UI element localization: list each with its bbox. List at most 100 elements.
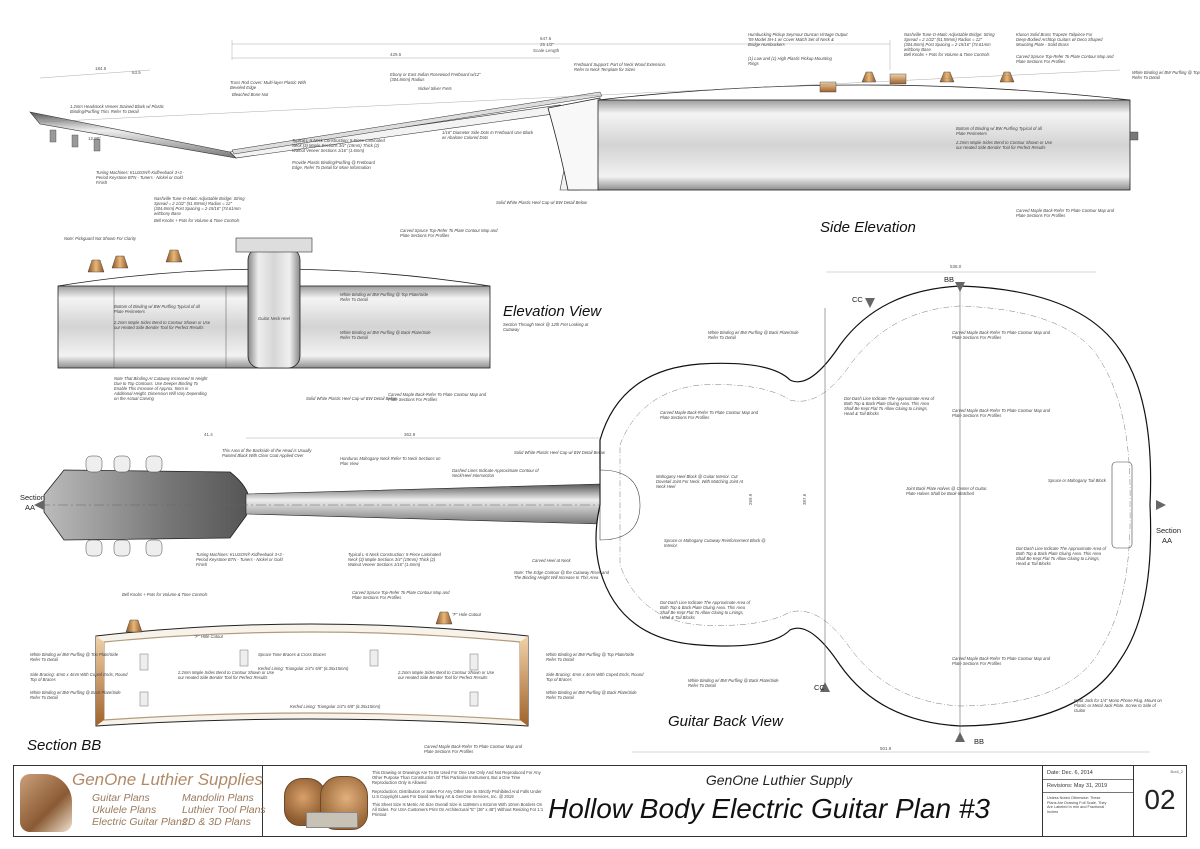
section-bb-braces [139, 649, 479, 707]
product-electric-guitar-plans: Electric Guitar Plans [92, 816, 188, 828]
fretboard-side [231, 91, 603, 155]
note-spruce-block: Spruce or Mahogany Cutaway Reinforcement… [664, 538, 766, 548]
section-bb-knob [435, 611, 453, 625]
note-kerfed-1: Kerfed Lining: Triangular 1/4"x 5/8" (6.… [258, 666, 349, 671]
note-fretboard-support: Fretboard Support: Part of Neck Wood Ext… [574, 62, 666, 72]
note-guitar-neck-heel: Guitar Neck Heel [258, 316, 291, 321]
note-elev-carved-spruce: Carved Spruce Top-Refer To Plate Contour… [400, 228, 498, 238]
dim-2699: 269.9 [748, 493, 753, 505]
tail-block-plan [1111, 461, 1133, 549]
section-aa-right: Section [1156, 526, 1181, 535]
dim-scale-label: Scale Length [533, 48, 560, 53]
back-view: Section AA Section AA BB BB CC CC 538.0 … [20, 264, 1181, 753]
plan-date: Date: Dec. 6, 2014 [1047, 770, 1093, 776]
note-bb-carved-spruce: Carved Spruce Top-Refer To Plate Contour… [352, 590, 450, 600]
note-tuning-machines: Tuning Machines: KLUSON® Kidfreeback 3+3… [96, 170, 185, 185]
elevation-fretboard [235, 237, 313, 253]
title-section-bb: Section BB [27, 737, 101, 754]
elevation-cutaway-side [113, 285, 227, 369]
note-elev-carved-maple: Carved Maple Back-Refer To Plate Contour… [388, 392, 487, 402]
note-side-bracing: Side Bracing: 4mm x 4mm With Coped Ends,… [30, 672, 128, 682]
note-truss-cover: Truss Rod Cover: Multi-layer Plastic Wit… [230, 80, 307, 90]
end-pin [1129, 131, 1139, 141]
section-aa-right-letter: AA [1162, 536, 1172, 545]
note-back-carved-maple-2: Carved Maple Back-Refer To Plate Contour… [952, 330, 1051, 340]
body-side [597, 99, 1131, 191]
product-luthier-tool-plans: Luthier Tool Plans [182, 804, 266, 816]
note-solid-heel: Solid White Plastic Heel Cap w/ BW Detai… [496, 200, 588, 205]
note-nickel-silver: Nickel Silver Frets [418, 86, 453, 91]
note-headstock-veneer: 1.2mm Headstock Veneer Stained Black w/ … [70, 104, 165, 114]
product-mandolin-plans: Mandolin Plans [182, 792, 254, 804]
neck-heel-side [547, 97, 601, 191]
note-dot-inlays: 1/16" Diameter Side Dots In Fretboard Us… [442, 130, 534, 140]
title-block: GenOne Luthier Supplies Guitar Plans Uku… [13, 765, 1187, 837]
note-humbucking: Humbucking Pickup Seymour Duncan Vintage… [748, 32, 848, 47]
body-back-inner [619, 305, 1131, 707]
section-cc-top: CC [852, 295, 863, 304]
pickup-neck-side [819, 81, 837, 93]
note-kluson-tail: Kluson Solid Brass Trapeze Tailpiece For… [1016, 32, 1103, 47]
plan-title: Hollow Body Electric Guitar Plan #3 [548, 793, 990, 824]
body-back-outline [595, 285, 1152, 727]
plan-revisions: Revisions: May 31, 2019 [1047, 783, 1108, 789]
note-kerfed-2: Kerfed Lining: Triangular 1/4"x 5/8" (6.… [290, 704, 381, 709]
scale-note: Unless Noted Otherwise: These Plans Are … [1047, 796, 1107, 814]
note-bb-maple-sides: 2.2mm Maple Sides Bend to Contour Shown … [177, 670, 275, 680]
section-aa-left: Section [20, 493, 45, 502]
company-name: GenOne Luthier Supply [705, 772, 853, 788]
note-back-typical-neck: Typical L-5 Neck Construction: 5-Piece L… [348, 552, 441, 567]
note-back-white-binding-2: White Binding w/ BW Purfling @ Back Plat… [688, 678, 779, 688]
note-bb-white-binding-r: White Binding w/ BW Purfling @ Top Plate… [546, 652, 635, 662]
note-dashed-lines: Dashed Lines Indicate Approximate Contou… [452, 468, 540, 478]
note-back-carved-maple-1: Carved Maple Back-Refer To Plate Contour… [660, 410, 759, 420]
note-bleached-bone: Bleached Bone Nut [232, 92, 269, 97]
note-spruce-tone: Spruce Tone Braces & Cross Braces [258, 652, 327, 657]
note-elev-solid-heel: Solid White Plastic Heel Cap w/ BW Detai… [306, 396, 398, 401]
note-edge-contour: Note: The Edge Contour @ the Cutaway Ris… [514, 570, 610, 580]
note-back-white-binding: White Binding w/ BW Purfling @ Back Plat… [708, 330, 799, 340]
section-cc-bottom: CC [814, 683, 825, 692]
note-white-binding: White Binding w/ BW Purfling @ Top Plate… [1132, 70, 1200, 80]
note-elev-white-binding-back: White Binding w/ BW Purfling @ Back Plat… [340, 330, 431, 340]
dim-419: 41.4 [204, 432, 213, 437]
bridge-side [861, 71, 877, 83]
note-bb-white-binding: White Binding w/ BW Purfling @ Top Plate… [30, 652, 119, 662]
dim-184: 184.5 [95, 66, 107, 71]
section-bb-bridge [125, 619, 143, 633]
note-back-solid-heel: Solid White Plastic Heel Cap w/ BW Detai… [514, 450, 606, 455]
note-input-jack: Input Jack for 1/4" Mono Phone Plug. Mou… [1074, 698, 1163, 713]
dim-3876: 387.6 [802, 493, 807, 505]
note-dotdash-bottom: Dot-Dash Line Indicate The Approximate A… [1016, 546, 1107, 566]
elevation-knobs [87, 249, 183, 273]
note-bb-carved-maple: Carved Maple Back-Refer To Plate Contour… [424, 744, 523, 754]
title-side-elevation: Side Elevation [820, 219, 916, 236]
title-guitar-back-view: Guitar Back View [668, 713, 784, 730]
note-elev-maple-sides: 2.2mm Maple Sides Bend to Contour Shown … [113, 320, 211, 330]
meta-panel: Date: Dec. 6, 2014 Revisions: May 31, 20… [1042, 766, 1187, 836]
neck-plan [245, 483, 601, 525]
note-ebony: Ebony or East Indian Rosewood Fretboard … [390, 72, 481, 82]
note-bb-white-binding-back-r: White Binding w/ BW Purfling @ Back Plat… [546, 690, 637, 700]
sheet-label: Bodi_2 [1170, 769, 1183, 774]
note-typical-neck: Typical L-5 Neck Construction: 5-Piece L… [292, 138, 385, 153]
note-back-carved-maple-3: Carved Maple Back-Refer To Plate Contour… [952, 408, 1051, 418]
brand-name: GenOne Luthier Supplies [72, 770, 263, 789]
note-elev-bottom-binding: Bottom of Binding w/ BW Purfling Typical… [114, 304, 201, 314]
product-ukulele-plans: Ukulele Plans [92, 804, 157, 816]
knobs-side [939, 71, 1015, 83]
neck-side [229, 104, 583, 191]
disclaimer-1: This Drawing or Drawings Are To Be Used … [372, 770, 541, 786]
sheet-number: 02 [1144, 784, 1176, 815]
tuner-buttons-plan [85, 455, 163, 557]
guitar-logo-icon [20, 774, 72, 832]
dim-429: 429.5 [390, 52, 402, 57]
note-carved-heel: Carved Heel at Neck [532, 558, 572, 563]
section-bb-side-left [96, 636, 104, 726]
note-dotdash-left: Dot-Dash Line Indicate The Approximate A… [660, 600, 751, 620]
note-side-bracing-r: Side Bracing: 4mm x 4mm With Coped Ends,… [546, 672, 644, 682]
section-bb-view: Bell Knobs + Pots for Volume & Tone Cont… [27, 590, 644, 754]
product-2d-3d-plans: 2D & 3D Plans [182, 816, 251, 828]
guitar-photo-image [276, 772, 372, 832]
